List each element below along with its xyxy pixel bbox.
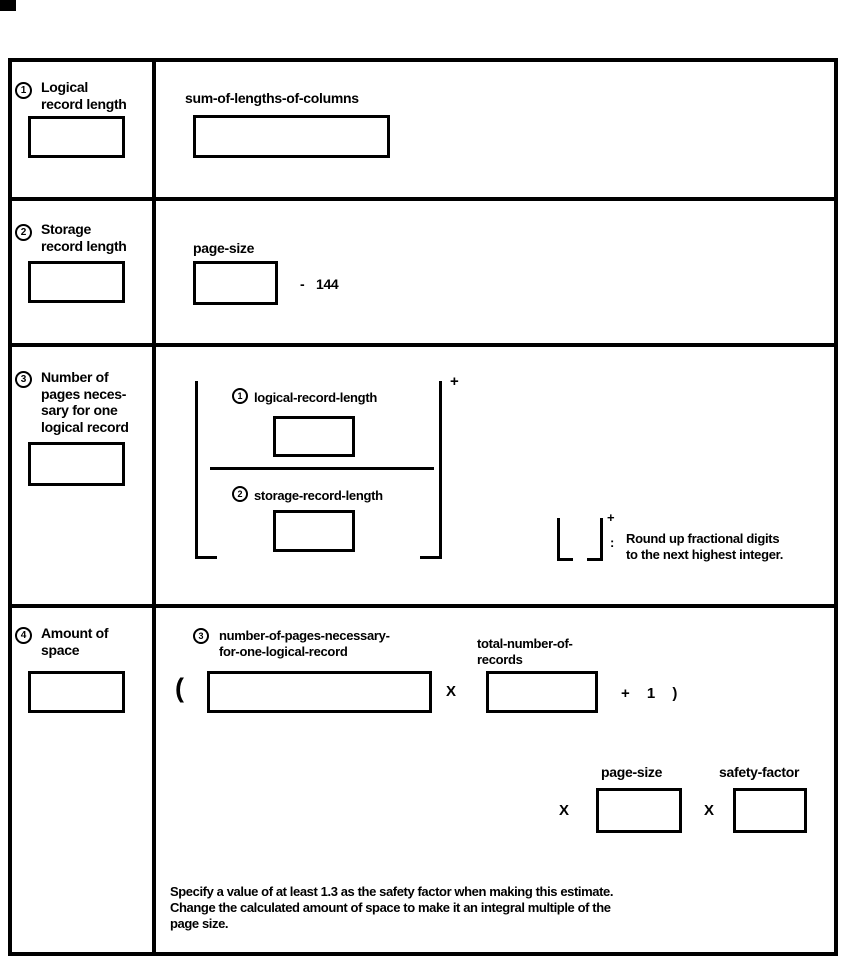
minus-144-constant: - 144 (300, 276, 339, 292)
legend-bracket-left-icon (557, 518, 573, 561)
multiply-sign-3: X (704, 802, 715, 819)
page-size-label-row4: page-size (601, 764, 663, 780)
sum-of-lengths-label: sum-of-lengths-of-columns (185, 90, 359, 106)
row2-label-line2: record length (41, 237, 127, 254)
legend-text: Round up fractional digits to the next h… (626, 531, 783, 563)
row-divider-1 (8, 197, 838, 201)
legend-colon: : (610, 535, 615, 550)
sum-of-lengths-box (193, 115, 390, 158)
circled-1-icon: 1 (15, 82, 32, 99)
legend-text-line2: to the next highest integer. (626, 547, 784, 562)
row3-label-line1: Number of (41, 369, 109, 385)
pages-necessary-ref-label: number-of-pages-necessary- for-one-logic… (219, 628, 390, 660)
row3-label-line3: sary for one (41, 402, 118, 418)
legend-bracket-right-icon (587, 518, 603, 561)
numerator-box (273, 416, 355, 457)
plus-one-close-paren: + 1 ) (621, 685, 678, 702)
circled-2-ref-icon: 2 (232, 486, 248, 502)
denominator-label: storage-record-length (254, 488, 383, 503)
total-records-box (486, 671, 598, 713)
round-up-plus-sign: + (450, 373, 459, 390)
row3-label-line2: pages neces- (41, 385, 127, 402)
circled-2-icon: 2 (15, 224, 32, 241)
row4-label-line2: space (41, 641, 80, 658)
circled-3-ref-icon: 3 (193, 628, 209, 644)
row1-label: Logical record length (41, 79, 127, 112)
pages-necessary-ref-line2: for-one-logical-record (219, 644, 348, 659)
row2-label-line1: Storage (41, 221, 92, 237)
safety-factor-label: safety-factor (719, 764, 800, 780)
safety-factor-note: Specify a value of at least 1.3 as the s… (170, 884, 613, 932)
open-paren: ( (175, 673, 184, 703)
page-size-box-row4 (596, 788, 682, 833)
worksheet-table-border (8, 58, 838, 956)
circled-4-icon: 4 (15, 627, 32, 644)
round-up-bracket-right-icon (420, 381, 442, 559)
round-up-bracket-left-icon (195, 381, 217, 559)
row1-label-line1: Logical (41, 79, 88, 95)
numerator-label: logical-record-length (254, 390, 377, 405)
row4-label-line1: Amount of (41, 625, 109, 641)
total-records-label: total-number-of- records (477, 636, 573, 668)
total-records-label-line2: records (477, 652, 523, 667)
note-line3: page size. (170, 916, 229, 931)
row1-label-line2: record length (41, 95, 127, 112)
page-size-label-row2: page-size (193, 240, 255, 256)
row3-label: Number of pages neces- sary for one logi… (41, 369, 129, 435)
logical-record-length-result-box (28, 116, 125, 158)
denominator-box (273, 510, 355, 552)
row4-label: Amount of space (41, 625, 109, 658)
circled-3-icon: 3 (15, 371, 32, 388)
total-records-label-line1: total-number-of- (477, 636, 573, 651)
row-divider-2 (8, 343, 838, 347)
pages-necessary-box (207, 671, 432, 713)
row-divider-3 (8, 604, 838, 608)
amount-of-space-result-box (28, 671, 125, 713)
safety-factor-box (733, 788, 807, 833)
row2-label: Storage record length (41, 221, 127, 254)
circled-1-ref-icon: 1 (232, 388, 248, 404)
fraction-line (210, 467, 434, 470)
page-corner-mark (0, 0, 16, 11)
pages-per-record-result-box (28, 442, 125, 486)
note-line2: Change the calculated amount of space to… (170, 900, 611, 915)
legend-plus-sign: + (607, 510, 615, 525)
legend-text-line1: Round up fractional digits (626, 531, 780, 546)
multiply-sign-1: X (446, 683, 457, 700)
column-divider (152, 58, 156, 956)
pages-necessary-ref-line1: number-of-pages-necessary- (219, 628, 390, 643)
storage-record-length-result-box (28, 261, 125, 303)
row3-label-line4: logical record (41, 418, 129, 435)
note-line1: Specify a value of at least 1.3 as the s… (170, 884, 614, 899)
multiply-sign-2: X (559, 802, 570, 819)
page-size-box-row2 (193, 261, 278, 305)
